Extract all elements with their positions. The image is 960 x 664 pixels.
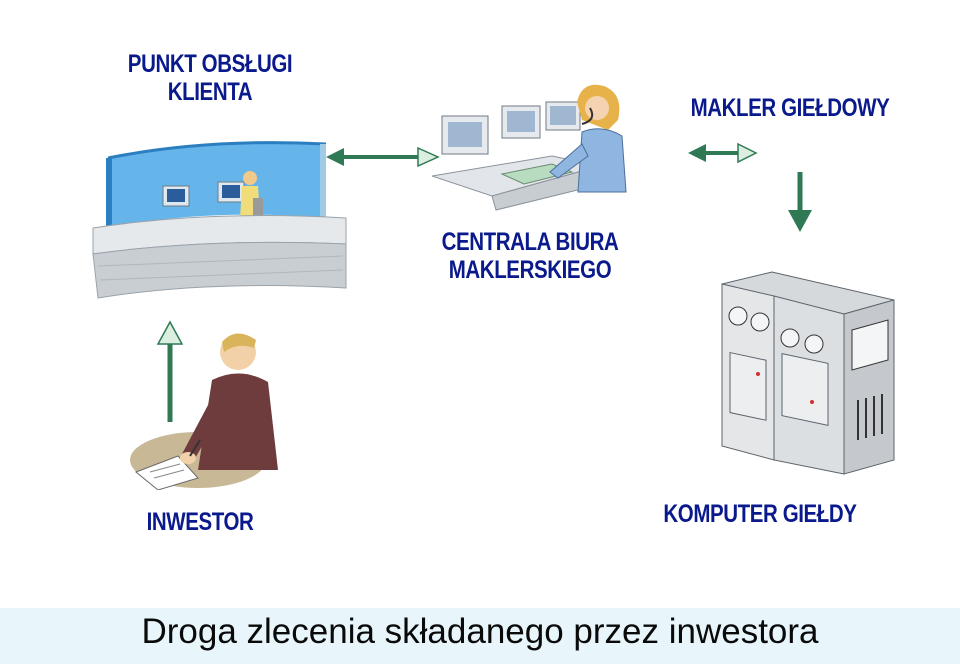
service-desk-illustration	[92, 141, 347, 299]
label-centrala: CENTRALA BIURA MAKLERSKIEGO	[432, 228, 629, 284]
label-makler: MAKLER GIEŁDOWY	[690, 94, 890, 122]
label-punkt-obslugi: PUNKT OBSŁUGI KLIENTA	[120, 50, 300, 106]
broker-operator-illustration	[432, 84, 627, 211]
arrow-centrala-makler	[688, 142, 758, 164]
caption-bar	[0, 608, 960, 664]
exchange-computer-illustration	[721, 271, 895, 475]
label-punkt-obslugi-line2: KLIENTA	[167, 78, 253, 106]
label-punkt-obslugi-line1: PUNKT OBSŁUGI	[127, 50, 293, 78]
arrow-desk-centrala	[326, 146, 440, 168]
arrow-investor-to-desk	[156, 320, 184, 422]
label-komputer: KOMPUTER GIEŁDY	[663, 500, 857, 528]
label-centrala-line1: CENTRALA BIURA	[441, 228, 619, 256]
investor-writing-illustration	[130, 333, 278, 490]
label-inwestor: INWESTOR	[146, 508, 254, 536]
label-centrala-line2: MAKLERSKIEGO	[448, 256, 612, 284]
caption: Droga zlecenia składanego przez inwestor…	[141, 612, 819, 651]
arrow-makler-to-computer	[788, 172, 812, 232]
